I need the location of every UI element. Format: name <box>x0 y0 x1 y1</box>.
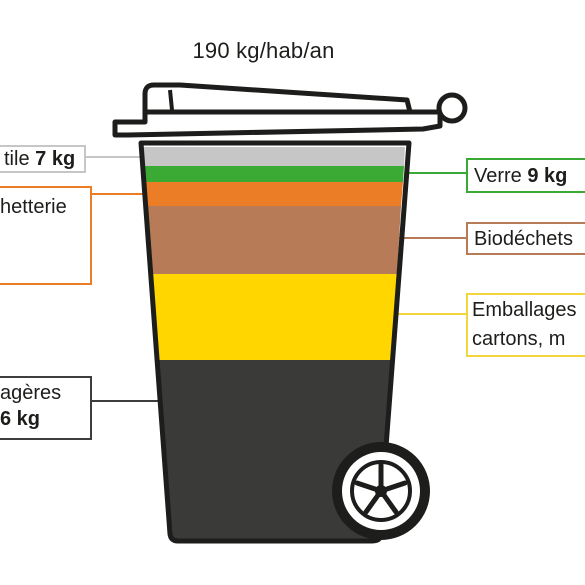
label-verre-value: 9 kg <box>527 165 568 187</box>
layer-textile <box>143 147 405 166</box>
label-textile: tile 7 kg <box>0 145 86 173</box>
layer-verre <box>144 166 404 182</box>
label-textile-value: 7 kg <box>35 148 76 170</box>
label-verre-text: Verre <box>474 165 522 187</box>
label-omr: agères 6 kg <box>0 376 92 440</box>
bin-handle-icon <box>436 92 468 124</box>
page-title: 190 kg/hab/an <box>192 38 335 63</box>
label-emballages-line1: Emballages <box>472 299 577 321</box>
label-textile-text: tile <box>4 148 30 170</box>
bin-lid-icon <box>112 82 443 138</box>
label-verre: Verre 9 kg <box>466 158 585 193</box>
layer-emballages <box>152 274 397 360</box>
layer-decheterie <box>145 182 403 206</box>
label-omr-value: 6 kg <box>0 408 41 430</box>
wheel-icon <box>332 442 430 540</box>
label-biodechets: Biodéchets <box>466 222 585 255</box>
layer-biodechets <box>147 206 401 274</box>
label-decheterie-text: hetterie <box>0 196 67 218</box>
label-emballages: Emballages cartons, m <box>466 293 585 357</box>
label-emballages-line2: cartons, m <box>472 328 566 350</box>
label-biodechets-text: Biodéchets <box>474 228 573 250</box>
label-decheterie: hetterie <box>0 186 92 285</box>
label-omr-text: agères <box>0 382 62 404</box>
